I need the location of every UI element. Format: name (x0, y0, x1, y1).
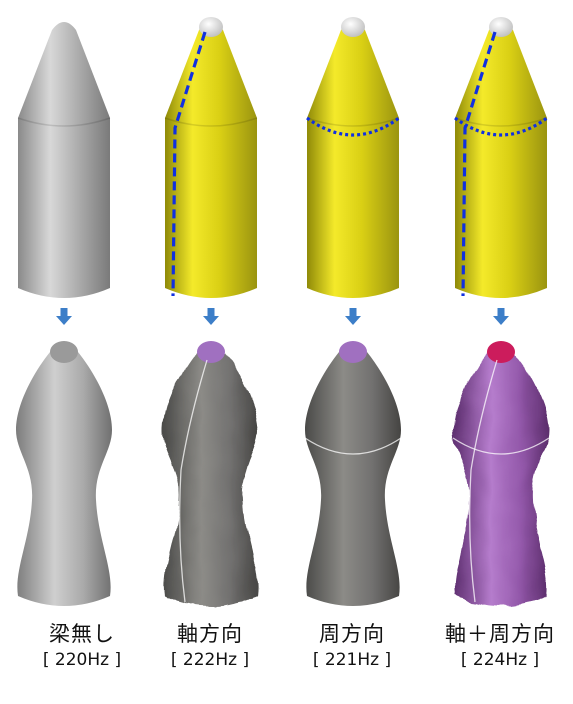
deformed-body (453, 345, 549, 606)
caption-col-2: 軸方向 [ 222Hz ] (150, 620, 270, 672)
deformed-tip (487, 341, 515, 363)
shell-body (165, 22, 257, 298)
shell-body (18, 22, 110, 298)
original-shell (455, 17, 547, 298)
down-arrow-icon (345, 308, 361, 325)
original-shell (18, 22, 110, 298)
caption-frequency: [ 221Hz ] (292, 648, 412, 672)
caption-label: 軸方向 (150, 620, 270, 648)
column-3 (305, 17, 401, 606)
tip-cap (341, 17, 365, 37)
original-shell (165, 17, 257, 298)
caption-label: 軸＋周方向 (430, 620, 570, 648)
down-arrow-icon (203, 308, 219, 325)
deformed-shell (453, 341, 549, 606)
caption-col-3: 周方向 [ 221Hz ] (292, 620, 412, 672)
deformed-body (163, 345, 259, 606)
caption-col-1: 梁無し [ 220Hz ] (22, 620, 142, 672)
column-1 (16, 22, 112, 606)
deformed-shell (16, 341, 112, 606)
deformed-shell (305, 341, 401, 606)
tip-cap (489, 17, 513, 37)
caption-col-4: 軸＋周方向 [ 224Hz ] (430, 620, 570, 672)
shell-body (307, 22, 399, 298)
deformed-tip (197, 341, 225, 363)
down-arrow-icon (493, 308, 509, 325)
column-4 (453, 17, 549, 606)
deformed-shell (163, 341, 259, 606)
deformed-body (16, 345, 112, 606)
caption-label: 梁無し (22, 620, 142, 648)
caption-frequency: [ 220Hz ] (22, 648, 142, 672)
tip-cap (199, 17, 223, 37)
caption-label: 周方向 (292, 620, 412, 648)
down-arrow-icon (56, 308, 72, 325)
caption-frequency: [ 222Hz ] (150, 648, 270, 672)
column-2 (163, 17, 259, 606)
deformed-tip (339, 341, 367, 363)
deformed-body (305, 345, 401, 606)
caption-frequency: [ 224Hz ] (430, 648, 570, 672)
deformed-tip (50, 341, 78, 363)
original-shell (307, 17, 399, 298)
shell-body (455, 22, 547, 298)
